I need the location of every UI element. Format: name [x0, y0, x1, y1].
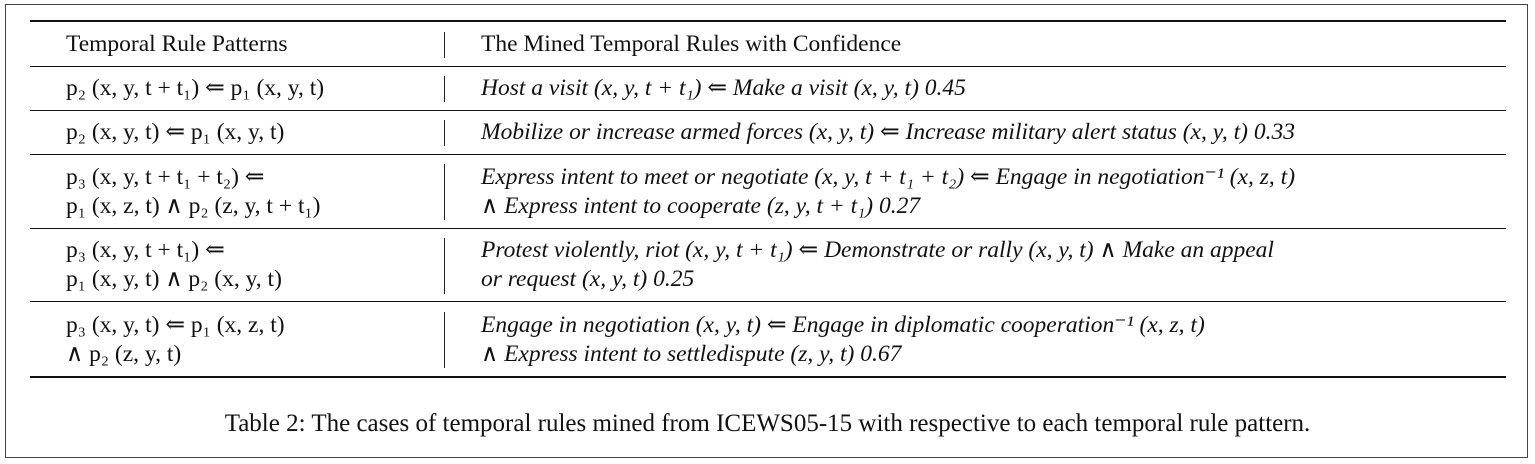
column-separator [444, 32, 445, 58]
row-divider [30, 228, 1506, 229]
figure-frame: Temporal Rule Patterns The Mined Tempora… [5, 4, 1528, 458]
row-4-rule-line-1: Protest violently, riot (x, y, t + t₁) ⇐… [481, 237, 1274, 263]
row-divider [30, 110, 1506, 111]
row-3-pattern-line-1: p₃ (x, y, t + t₁ + t₂) ⇐ [66, 164, 265, 190]
top-rule [30, 20, 1506, 22]
row-3-rule-line-2: ∧ Express intent to cooperate (z, y, t +… [481, 193, 921, 219]
header-rule [30, 66, 1506, 67]
row-5-pattern-line-1: p₃ (x, y, t) ⇐ p₁ (x, z, t) [66, 312, 285, 338]
row-1-pattern-line-1: p₂ (x, y, t + t₁) ⇐ p₁ (x, y, t) [66, 75, 325, 101]
header-rules: The Mined Temporal Rules with Confidence [481, 31, 902, 57]
bottom-rule [30, 376, 1506, 378]
table-caption: Table 2: The cases of temporal rules min… [224, 410, 1311, 437]
column-separator [444, 120, 445, 146]
column-separator [444, 76, 445, 102]
column-separator [444, 164, 445, 220]
row-1-rule-line-1: Host a visit (x, y, t + t₁) ⇐ Make a vis… [481, 75, 966, 101]
row-3-pattern-line-2: p₁ (x, z, t) ∧ p₂ (z, y, t + t₁) [66, 193, 321, 219]
row-divider [30, 154, 1506, 155]
column-separator [444, 312, 445, 368]
row-2-pattern-line-1: p₂ (x, y, t) ⇐ p₁ (x, y, t) [66, 119, 285, 145]
row-4-pattern-line-1: p₃ (x, y, t + t₁) ⇐ [66, 237, 225, 263]
column-separator [444, 238, 445, 294]
row-5-rule-line-1: Engage in negotiation (x, y, t) ⇐ Engage… [481, 312, 1205, 338]
row-2-rule-line-1: Mobilize or increase armed forces (x, y,… [481, 119, 1295, 145]
row-5-rule-line-2: ∧ Express intent to settledispute (z, y,… [481, 341, 902, 367]
row-4-rule-line-2: or request (x, y, t) 0.25 [481, 266, 695, 292]
row-divider [30, 301, 1506, 302]
row-4-pattern-line-2: p₁ (x, y, t) ∧ p₂ (x, y, t) [66, 266, 282, 292]
row-5-pattern-line-2: ∧ p₂ (z, y, t) [66, 341, 182, 367]
header-patterns: Temporal Rule Patterns [66, 31, 288, 57]
row-3-rule-line-1: Express intent to meet or negotiate (x, … [481, 164, 1296, 190]
